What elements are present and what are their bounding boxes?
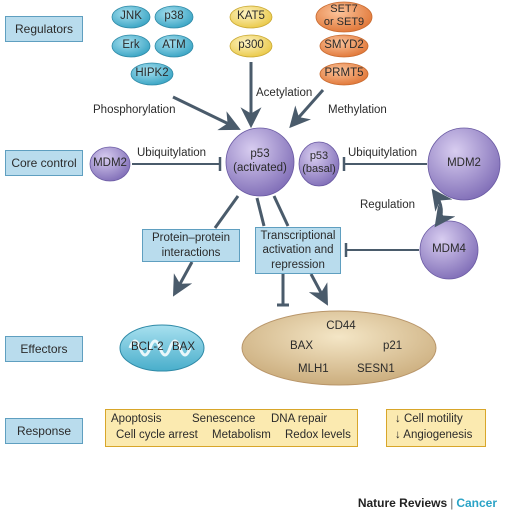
prmt5-label: PRMT5 — [324, 67, 364, 79]
jnk-label: JNK — [120, 10, 142, 22]
erk-label: Erk — [122, 39, 140, 51]
repression-line — [277, 274, 289, 307]
mdm2-left-label: MDM2 — [93, 157, 127, 169]
p38-label: p38 — [164, 10, 184, 22]
mitochondrion — [119, 324, 205, 372]
erk-node — [111, 34, 151, 58]
response-apoptosis: Apoptosis — [111, 413, 162, 425]
p38-node — [154, 5, 194, 29]
atm-node — [154, 34, 194, 58]
bax-target-label: BAX — [290, 340, 314, 352]
p300-node — [229, 34, 273, 58]
p53-activated-node — [225, 127, 295, 197]
mdm4-label: MDM4 — [432, 243, 466, 255]
p53-activated-label: p53 (activated) — [233, 148, 287, 174]
row-label-core-control: Core control — [5, 150, 83, 176]
p53-to-interactions-line — [213, 195, 240, 229]
interactions-to-mitochondria-arrow — [172, 261, 194, 297]
response-senescence: Senescence — [192, 413, 256, 425]
p53-basal-label: p53 (basal) — [302, 150, 336, 175]
acetylase-group — [229, 5, 273, 58]
activation-arrow — [308, 273, 328, 306]
response-dna-repair: DNA repair — [271, 413, 328, 425]
bax-mito-label: BAX — [172, 341, 196, 353]
phosphorylation-label: Phosphorylation — [93, 104, 176, 116]
response-angiogenesis: ↓ Angiogenesis — [395, 429, 473, 441]
ubiquitylation-right-inhibit — [342, 157, 427, 171]
transcriptional-box: Transcriptional activation and repressio… — [255, 227, 341, 274]
atm-label: ATM — [162, 39, 186, 51]
set7-node — [315, 1, 373, 33]
methylase-group — [315, 1, 373, 86]
kat5-label: KAT5 — [237, 10, 265, 22]
response-cell-cycle-arrest: Cell cycle arrest — [116, 429, 198, 441]
row-label-response: Response — [5, 418, 83, 444]
bcl2-label: BCL-2 — [131, 341, 164, 353]
kinase-group — [111, 5, 194, 86]
mdm2-left-node — [89, 146, 131, 182]
set7-label: SET7 or SET9 — [323, 3, 365, 28]
kat5-node — [229, 5, 273, 29]
ubiquitylation-left-label: Ubiquitylation — [137, 147, 207, 159]
journal-name: Nature Reviews — [357, 496, 448, 510]
response-side-box — [386, 409, 486, 447]
mdm2-right-label: MDM2 — [447, 157, 481, 169]
row-label-effectors: Effectors — [5, 336, 83, 362]
response-metabolism: Metabolism — [212, 429, 271, 441]
ubiquitylation-right-label: Ubiquitylation — [348, 147, 418, 159]
ubiquitylation-left-inhibit — [132, 157, 222, 171]
response-redox-levels: Redox levels — [285, 429, 351, 441]
journal-credit: Nature Reviews|Cancer — [358, 496, 497, 510]
prmt5-node — [319, 62, 369, 86]
journal-section: Cancer — [456, 496, 497, 510]
p53-to-transcription-line-a — [255, 197, 266, 227]
smyd2-label: SMYD2 — [324, 39, 364, 51]
hipk2-label: HIPK2 — [135, 67, 169, 79]
sesn1-label: SESN1 — [357, 363, 395, 375]
p53-basal-node — [298, 141, 340, 187]
mdm2-right-node — [427, 127, 501, 201]
response-main-box — [105, 409, 358, 447]
mdm4-inhibit — [344, 243, 419, 257]
phosphorylation-arrow — [172, 95, 241, 131]
cd44-label: CD44 — [326, 320, 356, 332]
p300-label: p300 — [238, 39, 264, 51]
jnk-node — [111, 5, 151, 29]
protein-interactions-box: Protein–protein interactions — [142, 229, 240, 262]
hipk2-node — [130, 62, 174, 86]
journal-separator: | — [450, 496, 454, 510]
p21-label: p21 — [383, 340, 403, 352]
acetylation-label: Acetylation — [256, 87, 313, 99]
row-label-regulators: Regulators — [5, 16, 83, 42]
p53-to-transcription-line-b — [272, 195, 290, 227]
smyd2-node — [319, 34, 369, 58]
regulation-arrow — [431, 188, 456, 228]
regulation-label: Regulation — [360, 199, 415, 211]
target-genes-nucleus — [241, 310, 437, 386]
methylation-arrow — [289, 89, 325, 129]
methylation-label: Methylation — [328, 104, 387, 116]
response-cell-motility: ↓ Cell motility — [395, 413, 463, 425]
mlh1-label: MLH1 — [298, 363, 329, 375]
